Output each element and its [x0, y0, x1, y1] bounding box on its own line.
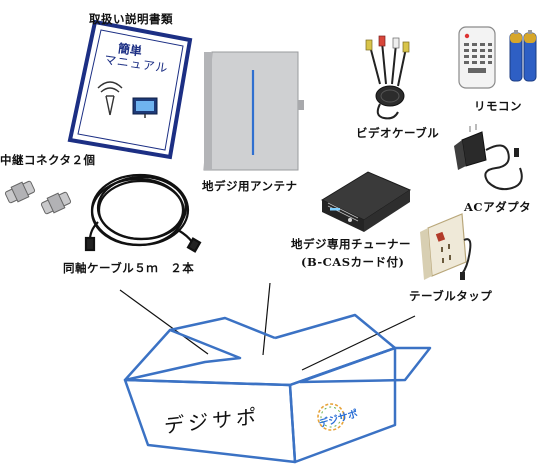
manual-label: 取扱い説明書類	[89, 12, 173, 26]
connector-label: 中継コネクタ２個	[0, 153, 96, 167]
coax-cable-label: 同軸ケーブル５ｍ ２本	[63, 261, 195, 275]
coax-connector-icon	[4, 180, 72, 215]
manual-booklet-icon	[67, 19, 193, 160]
coax-cable-icon	[84, 173, 202, 253]
power-strip-label: テーブルタップ	[409, 289, 493, 303]
ac-adapter-label: ACアダプタ	[464, 200, 532, 214]
cardboard-box-icon	[123, 313, 432, 464]
antenna-label: 地デジ用アンテナ	[202, 179, 298, 193]
tuner-note-label: (B-CASカード付)	[301, 255, 405, 269]
power-strip-icon	[420, 213, 472, 280]
indoor-antenna-panel-icon	[203, 51, 304, 171]
av-cable-icon	[365, 35, 410, 120]
digisapo-logo-icon	[317, 403, 345, 431]
digital-tuner-icon	[320, 171, 412, 232]
battery-icon	[509, 30, 537, 82]
tuner-label: 地デジ専用チューナー	[291, 237, 411, 251]
ac-adapter-icon	[454, 124, 523, 191]
remote-label: リモコン	[474, 99, 522, 113]
video-cable-label: ビデオケーブル	[356, 126, 440, 140]
pointer-lines	[119, 282, 416, 371]
remote-control-icon	[458, 26, 496, 89]
